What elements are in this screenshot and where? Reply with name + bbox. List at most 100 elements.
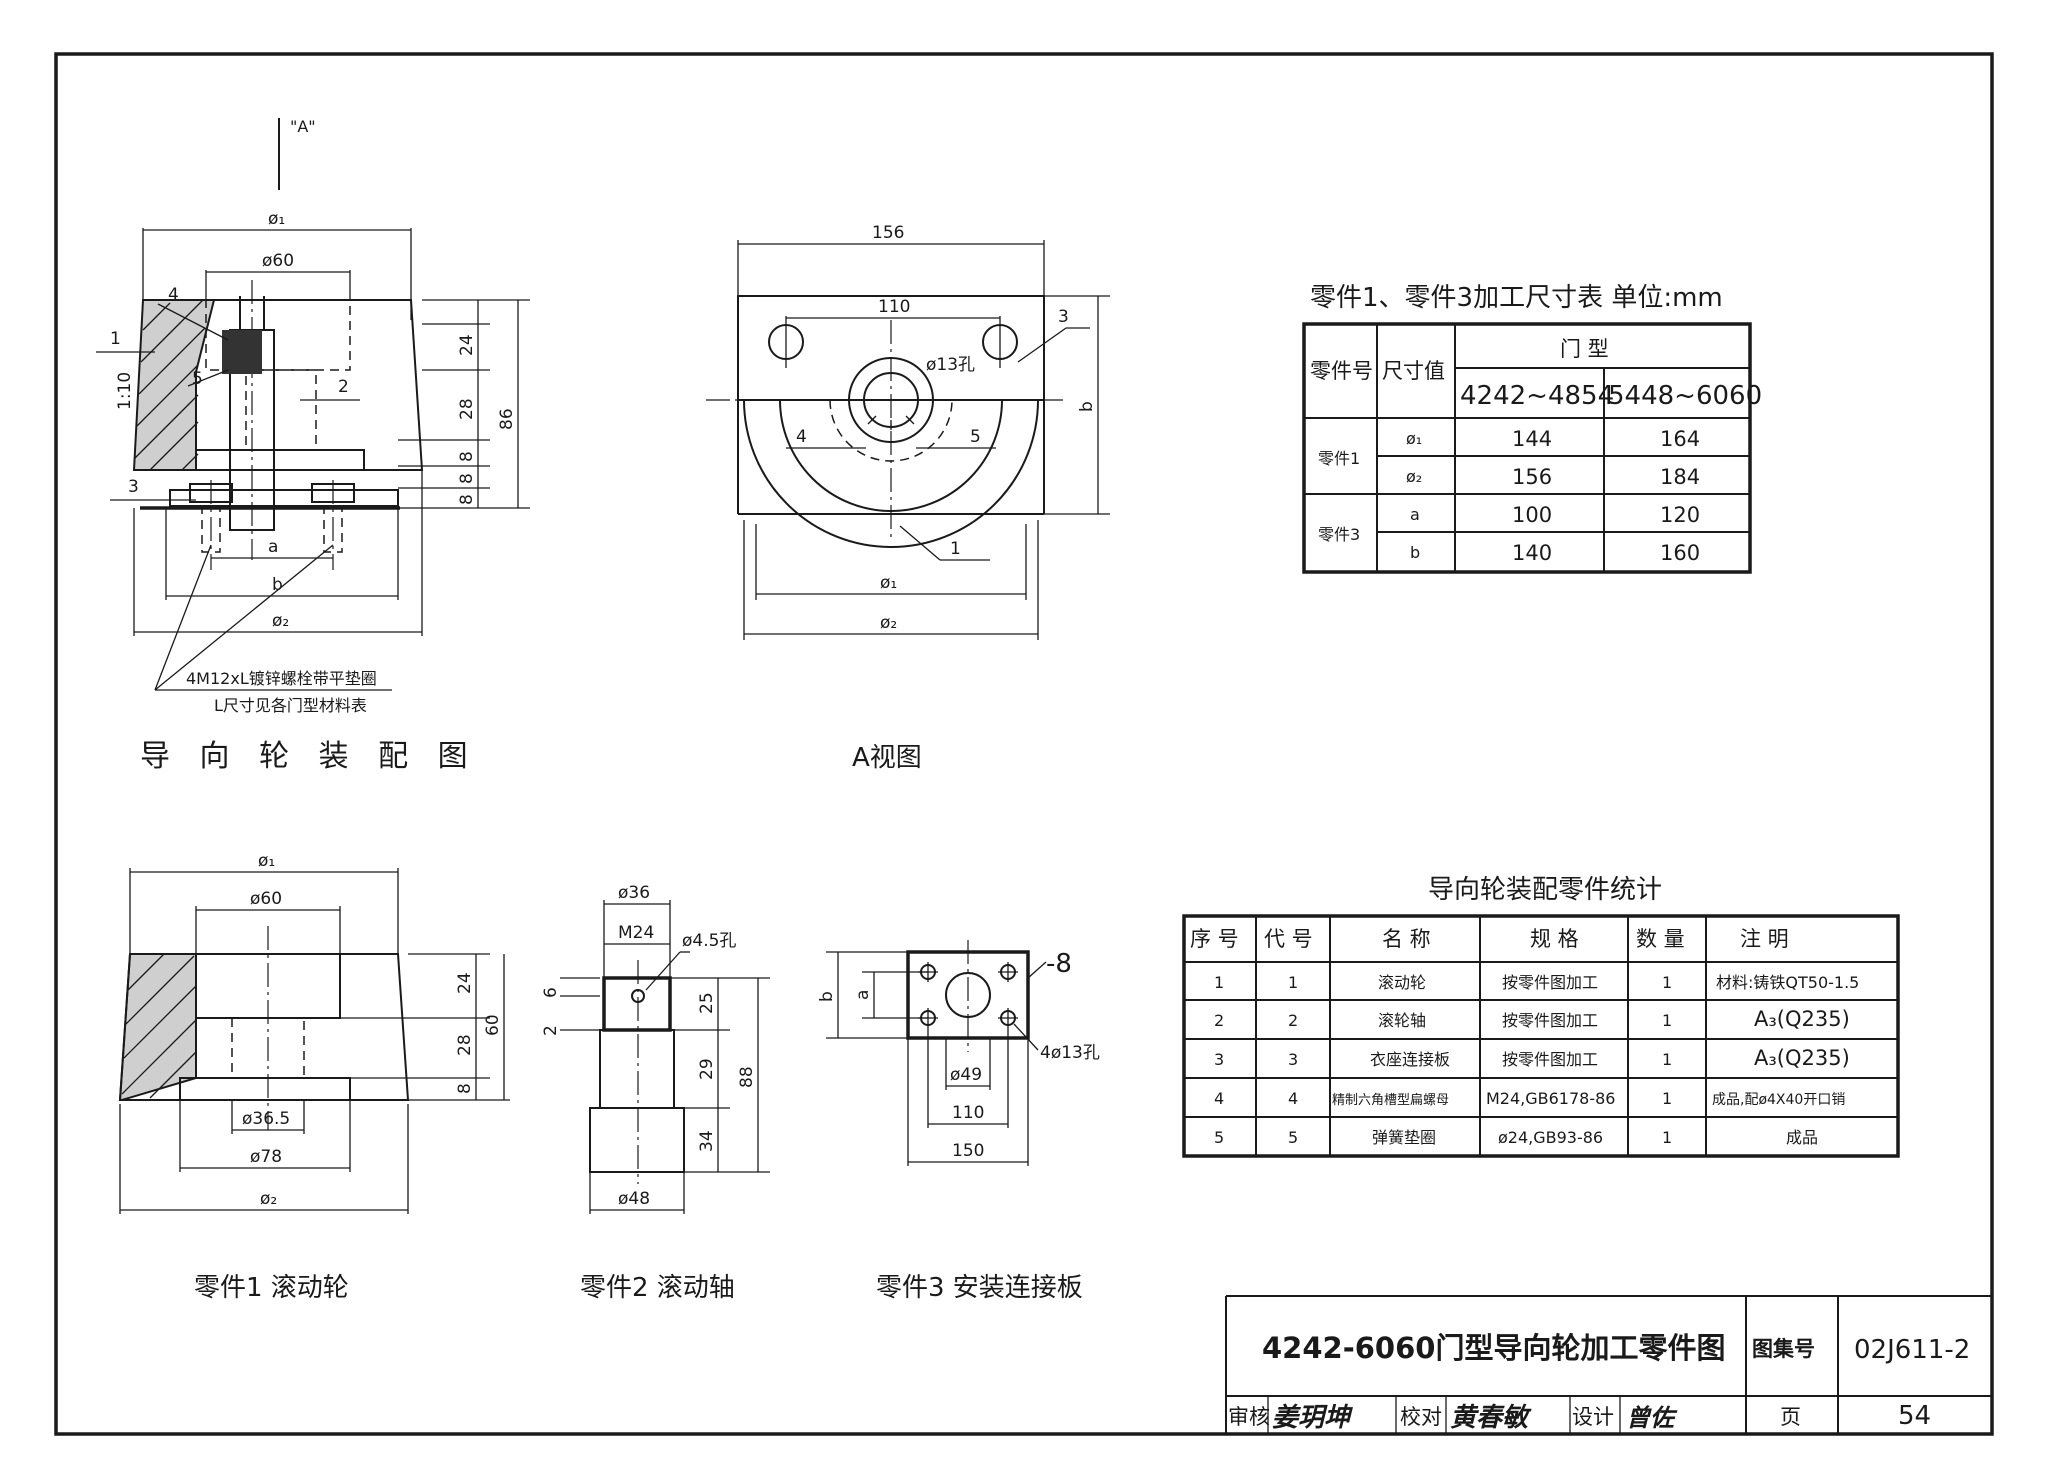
part2-dim-2: 2 xyxy=(541,1025,561,1036)
part2-dim-88: 88 xyxy=(737,1066,757,1088)
dim-table-g2r1-dim: a xyxy=(1410,505,1420,524)
parts-list-r2-name: 滚轮轴 xyxy=(1378,1011,1426,1030)
dim-table-g2r1-v1: 100 xyxy=(1512,503,1552,527)
assembly-note-line2: L尺寸见各门型材料表 xyxy=(214,696,367,715)
assembly-dim-phi2: ø₂ xyxy=(272,611,289,631)
title-block-title: 4242-6060门型导向轮加工零件图 xyxy=(1262,1331,1725,1365)
part3-holes-label: 4ø13孔 xyxy=(1040,1043,1100,1063)
dim-table-g2r2-dim: b xyxy=(1410,543,1420,562)
assembly-dim-b: b xyxy=(272,575,283,595)
parts-list-r3-no: 3 xyxy=(1214,1050,1224,1069)
dim-table-g1r1-v1: 144 xyxy=(1512,427,1552,451)
part1-dim-60: ø60 xyxy=(250,889,282,909)
dim-table-g1r1-dim: ø₁ xyxy=(1406,429,1422,448)
assembly-view: "A" ø₁ ø60 xyxy=(96,117,530,774)
part1-dim-60v: 60 xyxy=(483,1014,503,1036)
view-a-hole-label: ø13孔 xyxy=(926,355,975,375)
dim-table-header-type: 门 型 xyxy=(1560,337,1609,361)
parts-list-r5-code: 5 xyxy=(1288,1128,1298,1147)
part2-dim-m24: M24 xyxy=(618,923,654,943)
part3-dim-thk: -8 xyxy=(1046,949,1072,979)
parts-list-r1-name: 滚动轮 xyxy=(1378,973,1426,992)
view-a: 156 110 ø13孔 3 4 xyxy=(706,223,1110,773)
assembly-dim-8c: 8 xyxy=(457,494,477,505)
part1-caption: 零件1 滚动轮 xyxy=(194,1273,349,1303)
assembly-dim-86: 86 xyxy=(497,408,517,430)
part3-caption: 零件3 安装连接板 xyxy=(876,1273,1083,1303)
parts-list-r3-name: 衣座连接板 xyxy=(1370,1050,1450,1069)
dim-table-g1r2-v2: 184 xyxy=(1660,465,1700,489)
title-block-review-label: 审核 xyxy=(1228,1405,1270,1429)
view-a-label-4: 4 xyxy=(796,427,807,447)
dim-table-group1-part: 零件1 xyxy=(1318,449,1360,468)
dim-table-g2r1-v2: 120 xyxy=(1660,503,1700,527)
title-block-check-label: 校对 xyxy=(1400,1405,1442,1429)
assembly-dim-28: 28 xyxy=(457,398,477,420)
dim-table-header-r2: 5448~6060 xyxy=(1608,381,1762,411)
signature-review: 姜玥坤 xyxy=(1272,1403,1353,1433)
assembly-dim-phi1: ø₁ xyxy=(268,209,285,229)
part2-caption: 零件2 滚动轴 xyxy=(580,1273,735,1303)
parts-list-r1-code: 1 xyxy=(1288,973,1298,992)
parts-list-r5-name: 弹簧垫圈 xyxy=(1372,1128,1436,1147)
parts-list-title: 导向轮装配零件统计 xyxy=(1428,875,1662,905)
parts-list-r3-code: 3 xyxy=(1288,1050,1298,1069)
parts-list-r4-no: 4 xyxy=(1214,1089,1224,1108)
part1-dim-24: 24 xyxy=(455,972,475,994)
part1-dim-phi1: ø₁ xyxy=(258,851,275,871)
part2-dim-25: 25 xyxy=(697,992,717,1014)
part1-dim-phi2: ø₂ xyxy=(260,1189,277,1209)
part3-dim-150: 150 xyxy=(952,1141,984,1161)
title-block: 4242-6060门型导向轮加工零件图 图集号 02J611-2 审核 姜玥坤 … xyxy=(1225,1295,1992,1434)
part2-dim-6: 6 xyxy=(541,987,561,998)
parts-list-r3-note: A₃(Q235) xyxy=(1754,1046,1850,1070)
parts-list-header-qty: 数 量 xyxy=(1636,927,1685,951)
part1-view: ø₁ ø60 24 28 8 60 ø36.5 xyxy=(118,851,510,1303)
view-a-marker: "A" xyxy=(290,117,316,136)
dim-table-header-r1: 4242~4854 xyxy=(1460,381,1614,411)
part3-dim-110: 110 xyxy=(952,1103,984,1123)
parts-list-header-spec: 规 格 xyxy=(1530,927,1579,951)
assembly-label-4: 4 xyxy=(168,285,179,305)
view-a-dim-b: b xyxy=(1077,401,1097,412)
parts-list-r2-spec: 按零件图加工 xyxy=(1502,1011,1598,1030)
view-a-label-5: 5 xyxy=(970,427,981,447)
parts-list-r4-qty: 1 xyxy=(1662,1089,1672,1108)
parts-list-r2-qty: 1 xyxy=(1662,1011,1672,1030)
parts-list-r5-note: 成品 xyxy=(1786,1128,1818,1147)
part2-view: ø36 M24 ø4.5孔 6 2 25 29 34 88 ø48 零件2 滚动… xyxy=(541,883,770,1303)
dim-table-g1r1-v2: 164 xyxy=(1660,427,1700,451)
part3-dim-b: b xyxy=(817,991,837,1002)
dim-table: 零件1、零件3加工尺寸表 单位:mm 零件号 尺寸值 门 型 4242~4854… xyxy=(1302,283,1762,574)
view-a-caption: A视图 xyxy=(852,743,922,773)
assembly-note-line1: 4M12xL镀锌螺栓带平垫圈 xyxy=(186,669,377,688)
signature-design: 曾佐 xyxy=(1626,1404,1678,1432)
parts-list-r2-no: 2 xyxy=(1214,1011,1224,1030)
part1-dim-78: ø78 xyxy=(250,1147,282,1167)
parts-list-header-note: 注 明 xyxy=(1740,927,1789,951)
assembly-label-3: 3 xyxy=(128,477,139,497)
parts-list-r1-no: 1 xyxy=(1214,973,1224,992)
parts-list-r1-spec: 按零件图加工 xyxy=(1502,973,1598,992)
dim-table-header-dim: 尺寸值 xyxy=(1382,359,1445,383)
assembly-caption: 导 向 轮 装 配 图 xyxy=(140,739,478,774)
part2-hole-label: ø4.5孔 xyxy=(682,931,736,951)
dim-table-header-part: 零件号 xyxy=(1310,359,1373,383)
assembly-label-5: 5 xyxy=(192,369,203,389)
assembly-dim-a: a xyxy=(268,537,278,557)
assembly-label-2: 2 xyxy=(338,377,349,397)
part1-dim-8: 8 xyxy=(455,1083,475,1094)
view-a-dim-phi1: ø₁ xyxy=(880,573,897,593)
parts-list-header-no: 序 号 xyxy=(1190,927,1239,951)
parts-list-r4-code: 4 xyxy=(1288,1089,1298,1108)
title-block-atlas-label: 图集号 xyxy=(1752,1337,1815,1361)
view-a-dim-156: 156 xyxy=(872,223,904,243)
assembly-slope: 1:10 xyxy=(115,372,135,410)
parts-list-r4-name: 精制六角槽型扁螺母 xyxy=(1332,1093,1449,1108)
view-a-dim-phi2: ø₂ xyxy=(880,613,897,633)
parts-list-r5-qty: 1 xyxy=(1662,1128,1672,1147)
dim-table-g1r2-v1: 156 xyxy=(1512,465,1552,489)
signature-check: 黄春敏 xyxy=(1450,1403,1532,1433)
part3-dim-49: ø49 xyxy=(950,1065,982,1085)
